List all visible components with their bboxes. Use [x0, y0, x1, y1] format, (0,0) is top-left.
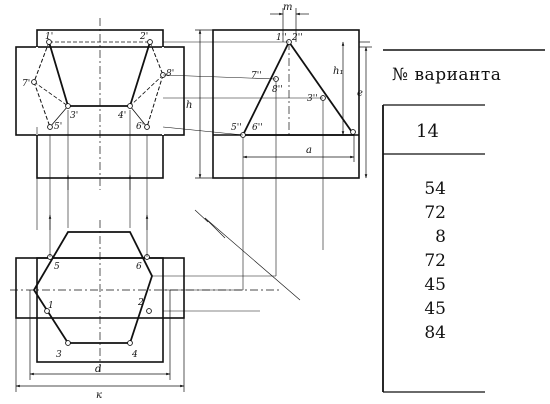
dim-a-label: a: [306, 145, 312, 156]
table-value: 45: [424, 275, 446, 295]
point-2-side: 2'': [291, 33, 303, 43]
projection-lines: [36, 41, 324, 312]
side-prism-body: [212, 29, 360, 179]
point-1-top: 1: [48, 301, 54, 311]
dim-h1-label: h₁: [333, 66, 343, 77]
dim-h-label: h: [186, 100, 192, 111]
dim-d-label: d: [95, 364, 101, 375]
side-view: [212, 29, 360, 179]
table-value: 45: [424, 299, 446, 319]
top-view: [10, 220, 280, 374]
table-header: № варианта: [392, 65, 501, 85]
front-view: [15, 18, 185, 190]
point-6-front: 6': [136, 122, 144, 132]
point-4-top: 4: [131, 350, 138, 360]
point-2-front: 2': [139, 32, 148, 42]
point-7-side: 7'': [251, 71, 262, 81]
point-3-front: 3': [70, 111, 78, 121]
point-6-top: 6: [136, 262, 142, 272]
point-3-side: 3'': [307, 94, 318, 104]
table-value: 54: [424, 179, 446, 199]
dimension-labels: h m h₁ e a d к: [95, 2, 363, 401]
projection-arrows: [48, 174, 149, 230]
dimensions: [15, 8, 372, 392]
point-8-front: 8': [166, 69, 174, 79]
point-5-front: 5': [54, 122, 62, 132]
dim-e-label: e: [357, 88, 363, 99]
top-point-labels: 1 2 3 4 5 6: [48, 262, 144, 360]
point-1-front: 1': [45, 32, 53, 42]
dim-k-label: к: [96, 390, 102, 401]
table-value: 8: [435, 227, 446, 247]
top-hexagon: [32, 231, 153, 344]
point-3-top: 3: [56, 350, 62, 360]
dim-m-label: m: [283, 2, 292, 13]
point-2-top: 2: [137, 298, 144, 308]
point-7-front: 7': [22, 79, 30, 89]
side-point-labels: 1'' 2'' 3'' 5'' 6'' 7'' 8'': [231, 33, 318, 133]
side-cut-triangle: [242, 40, 355, 136]
point-6-side: 6'': [252, 123, 263, 133]
table-value: 84: [424, 323, 446, 343]
front-point-labels: 1' 2' 3' 4' 5' 6' 7' 8': [22, 32, 174, 132]
point-8-side: 8'': [272, 85, 283, 95]
variant-number: 14: [416, 121, 439, 142]
point-5-side: 5'': [231, 123, 242, 133]
point-5-top: 5: [54, 262, 60, 272]
point-4-front: 4': [117, 111, 126, 121]
values-column: 54 72 8 72 45 45 84: [424, 179, 446, 343]
point-1-side: 1'': [276, 33, 287, 43]
table-value: 72: [424, 251, 446, 271]
front-cut-contour: [48, 41, 151, 107]
table-value: 72: [424, 203, 446, 223]
variant-table: № варианта 14 54 72 8 72 45 45 84: [382, 49, 545, 393]
